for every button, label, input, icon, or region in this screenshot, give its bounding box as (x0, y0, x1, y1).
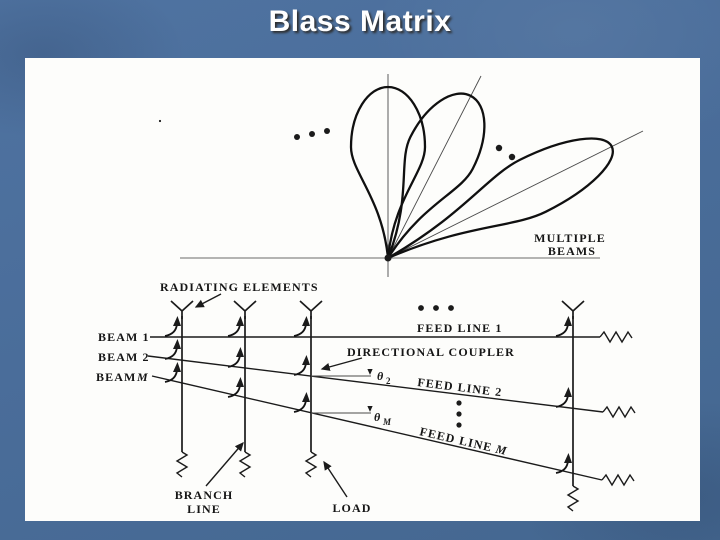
ellipsis-dots-between-lobes (495, 144, 516, 161)
load-label: LOAD (332, 501, 371, 515)
blass-schematic: RADIATING ELEMENTS (96, 280, 636, 516)
multiple-beams-label-line1: MULTIPLE (534, 231, 606, 245)
svg-text:FEED LINE: FEED LINE (418, 424, 493, 454)
resistor-icon (601, 474, 635, 486)
load-arrow (323, 460, 348, 498)
antenna-icon (233, 300, 257, 320)
ellipsis-dots-feed1 (418, 305, 454, 311)
beam-lobe-1 (349, 85, 427, 259)
theta-2-annotation: θ 2 (311, 369, 392, 386)
theta-m-subscript: M (382, 417, 392, 427)
ellipsis-dots-left (158, 119, 330, 140)
resistor-icon (602, 406, 636, 418)
radiating-elements-label: RADIATING ELEMENTS (160, 280, 319, 294)
beam3-axis-line (387, 130, 644, 259)
beam-pattern-figure: MULTIPLE BEAMS (158, 74, 644, 277)
feed-line-m-label-var: M (493, 442, 509, 459)
feed-line-2 (147, 355, 604, 413)
beam-lobe-3 (387, 137, 614, 260)
directional-coupler-arrow (320, 357, 363, 371)
beam-m-label: BEAM (96, 370, 136, 384)
resistor-icon (239, 451, 251, 478)
feed-line-2-label: FEED LINE 2 (417, 375, 504, 399)
beam-2-label: BEAM 2 (98, 350, 150, 364)
diagram-panel: MULTIPLE BEAMS RADIATING ELEMENTS (25, 58, 700, 521)
ellipsis-dots-feeds-vertical (456, 400, 462, 428)
slide-title: Blass Matrix (268, 5, 452, 38)
beam-m-label-var: M (136, 370, 149, 384)
resistor-icon (599, 331, 633, 343)
antenna-icon (561, 300, 585, 320)
coupler-arrow-icons (164, 315, 573, 474)
beam-origin-point (384, 254, 392, 262)
resistor-icon (176, 451, 188, 478)
resistor-icon (567, 485, 579, 512)
branch-line-label-line2: LINE (187, 502, 221, 516)
resistor-icon (305, 451, 317, 478)
theta-2-subscript: 2 (386, 376, 392, 386)
multiple-beams-label-line2: BEAMS (548, 244, 596, 258)
theta-m-symbol: θ (374, 410, 381, 424)
feed-line-m (151, 375, 603, 481)
feed-line-1-label: FEED LINE 1 (417, 321, 502, 335)
theta-2-symbol: θ (377, 369, 384, 383)
beam-1-label: BEAM 1 (98, 330, 150, 344)
branch-line-label-line1: BRANCH (175, 488, 234, 502)
radiating-elements-arrow (194, 293, 222, 308)
beam2-axis-line (387, 75, 482, 259)
antenna-icon (299, 300, 323, 320)
blass-matrix-diagram: MULTIPLE BEAMS RADIATING ELEMENTS (96, 74, 644, 516)
directional-coupler-label: DIRECTIONAL COUPLER (347, 345, 515, 359)
branch-line-arrow (205, 441, 244, 487)
beam-lobe-2 (386, 92, 486, 259)
antenna-icon (170, 300, 194, 320)
theta-m-annotation: θ M (311, 406, 392, 427)
